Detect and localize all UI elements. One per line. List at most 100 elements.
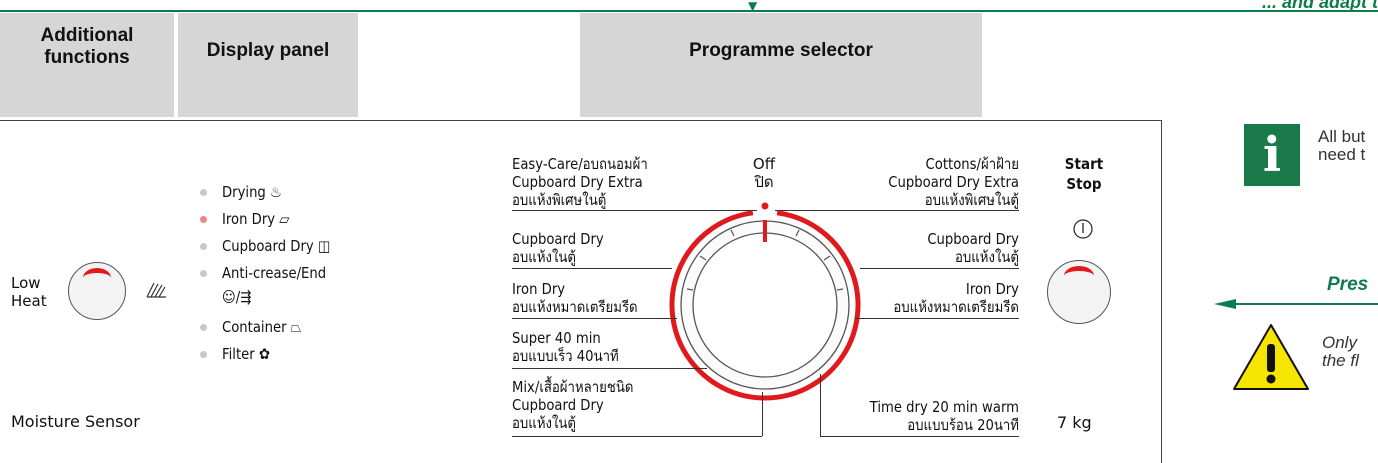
programme-line: Mix/เสื้อผ้าหลายชนิด (512, 378, 634, 396)
drying-icon: ♨ (270, 183, 282, 201)
programme-line: Easy-Care/อบถนอมผ้า (512, 155, 648, 173)
stop-label: Stop (1066, 175, 1102, 193)
dial-off-dot (761, 202, 769, 210)
programme-cupboard-dry-left[interactable]: Cupboard Dry อบแห้งในตู้ (512, 230, 616, 266)
indicator-label-drying: Drying ♨ (222, 183, 282, 201)
leader-line (820, 436, 1019, 437)
programme-line: อบแบบเร็ว 40นาที (512, 347, 619, 365)
leader-line (512, 368, 707, 369)
warning-icon (1232, 322, 1310, 392)
programme-iron-dry-left[interactable]: Iron Dry อบแห้งหมาดเตรียมรีด (512, 280, 655, 316)
info-icon: i (1244, 124, 1300, 186)
knob-indicator (83, 268, 111, 278)
indicator-label-iron-dry: Iron Dry ⏥ (222, 210, 290, 228)
info-note: All but need t (1318, 128, 1365, 164)
programme-line: Iron Dry (512, 280, 566, 298)
low-heat-line2: Heat (11, 292, 47, 310)
capacity-label: 7 kg (1057, 413, 1092, 432)
header-programme-selector-label: Programme selector (689, 40, 873, 61)
off-label-th: ปิด (754, 173, 774, 191)
programme-super-40[interactable]: Super 40 min อบแบบเร็ว 40นาที (512, 329, 633, 365)
power-icon (1072, 218, 1094, 240)
low-heat-line1: Low (11, 274, 41, 292)
dial-red-arc (669, 210, 861, 401)
warning-line2: the fl (1322, 351, 1359, 370)
dial-inner-face (692, 232, 838, 378)
start-stop-label: Start Stop (1057, 154, 1111, 194)
led-anti-crease (200, 270, 207, 277)
press-note: Pres (1327, 274, 1369, 295)
knob-indicator (1064, 266, 1094, 276)
programme-line: Cupboard Dry (512, 396, 604, 414)
dial-ticks (686, 229, 844, 291)
leader-line (860, 268, 1019, 269)
programme-line: Cupboard Dry (512, 230, 604, 248)
leader-line (512, 210, 757, 211)
programme-line: อบแห้งในตู้ (512, 414, 577, 432)
moisture-sensor-label: Moisture Sensor (11, 412, 140, 431)
left-arrow-icon (1214, 294, 1378, 309)
header-additional-line1: Additional (40, 25, 134, 46)
container-icon: ⏢ (290, 318, 302, 336)
leader-line (855, 318, 1019, 319)
programme-cupboard-dry-right[interactable]: Cupboard Dry อบแห้งในตู้ (820, 230, 1019, 266)
low-heat-label: Low Heat (11, 274, 47, 310)
led-cupboard-dry (200, 243, 207, 250)
programme-mix[interactable]: Mix/เสื้อผ้าหลายชนิด Cupboard Dry อบแห้ง… (512, 378, 650, 432)
info-line2: need t (1318, 145, 1366, 164)
leader-line (775, 210, 1019, 211)
dial-off-label: Off ปิด (736, 155, 792, 191)
warning-line1: Only (1322, 333, 1357, 352)
indicator-label-anti-crease: Anti-crease/End (222, 264, 327, 282)
led-filter (200, 351, 207, 358)
start-label: Start (1064, 155, 1104, 173)
programme-line: อบแห้งหมาดเตรียมรีด (893, 298, 1019, 316)
info-line1: All but (1318, 127, 1366, 146)
led-iron-dry (200, 216, 207, 223)
top-rule (0, 10, 1378, 12)
control-panel (0, 120, 1162, 463)
programme-line: อบแบบร้อน 20นาที (907, 416, 1019, 434)
programme-time-dry[interactable]: Time dry 20 min warm อบแบบร้อน 20นาที (820, 398, 1019, 434)
programme-line: Iron Dry (965, 280, 1019, 298)
programme-line: อบแห้งพิเศษในตู้ (924, 191, 1019, 209)
leader-line-vertical (762, 392, 763, 436)
programme-line: อบแห้งในตู้ (954, 248, 1019, 266)
header-display-panel-label: Display panel (206, 40, 330, 61)
indicator-label-cupboard-dry: Cupboard Dry ◫ (222, 237, 331, 255)
indicator-label-filter: Filter ✿ (222, 345, 270, 363)
programme-line: อบแห้งในตู้ (512, 248, 577, 266)
led-container (200, 324, 207, 331)
start-stop-button[interactable] (1047, 260, 1111, 324)
programme-line: Cupboard Dry Extra (512, 173, 643, 191)
programme-line: อบแห้งหมาดเตรียมรีด (512, 298, 638, 316)
header-additional-functions: Additional functions (0, 13, 174, 117)
programme-line: Cupboard Dry Extra (888, 173, 1019, 191)
cupboard-icon: ◫ (317, 237, 331, 255)
programme-line: Cottons/ผ้าฝ้าย (925, 155, 1019, 173)
programme-line: อบแห้งพิเศษในตู้ (512, 191, 607, 209)
leader-line (512, 436, 762, 437)
header-programme-selector: Programme selector (580, 13, 982, 117)
down-arrow-icon: ▼ (748, 0, 758, 13)
header-display-panel: Display panel (178, 13, 358, 117)
led-drying (200, 189, 207, 196)
programme-easy-care[interactable]: Easy-Care/อบถนอมผ้า Cupboard Dry Extra อ… (512, 155, 666, 209)
leader-line-vertical (820, 374, 821, 436)
programme-line: Time dry 20 min warm (869, 398, 1019, 416)
warning-note: Only the fl (1322, 334, 1359, 370)
indicator-label-container: Container ⏢ (222, 318, 302, 336)
programme-selector-dial[interactable] (660, 200, 870, 410)
off-label-en: Off (752, 155, 776, 173)
iron-icon: ⏥ (279, 210, 290, 228)
low-heat-button[interactable] (68, 262, 126, 320)
filter-icon: ✿ (258, 345, 270, 363)
programme-iron-dry-right[interactable]: Iron Dry อบแห้งหมาดเตรียมรีด (820, 280, 1019, 316)
programme-cottons[interactable]: Cottons/ผ้าฝ้าย Cupboard Dry Extra อบแห้… (820, 155, 1019, 209)
leader-line (512, 318, 677, 319)
programme-line: Cupboard Dry (927, 230, 1019, 248)
top-caption: ... and adapt t (1261, 0, 1378, 12)
anti-crease-end-icon: ☺/⇶ (222, 288, 252, 306)
leader-line (512, 268, 672, 269)
header-additional-line2: functions (44, 47, 130, 68)
